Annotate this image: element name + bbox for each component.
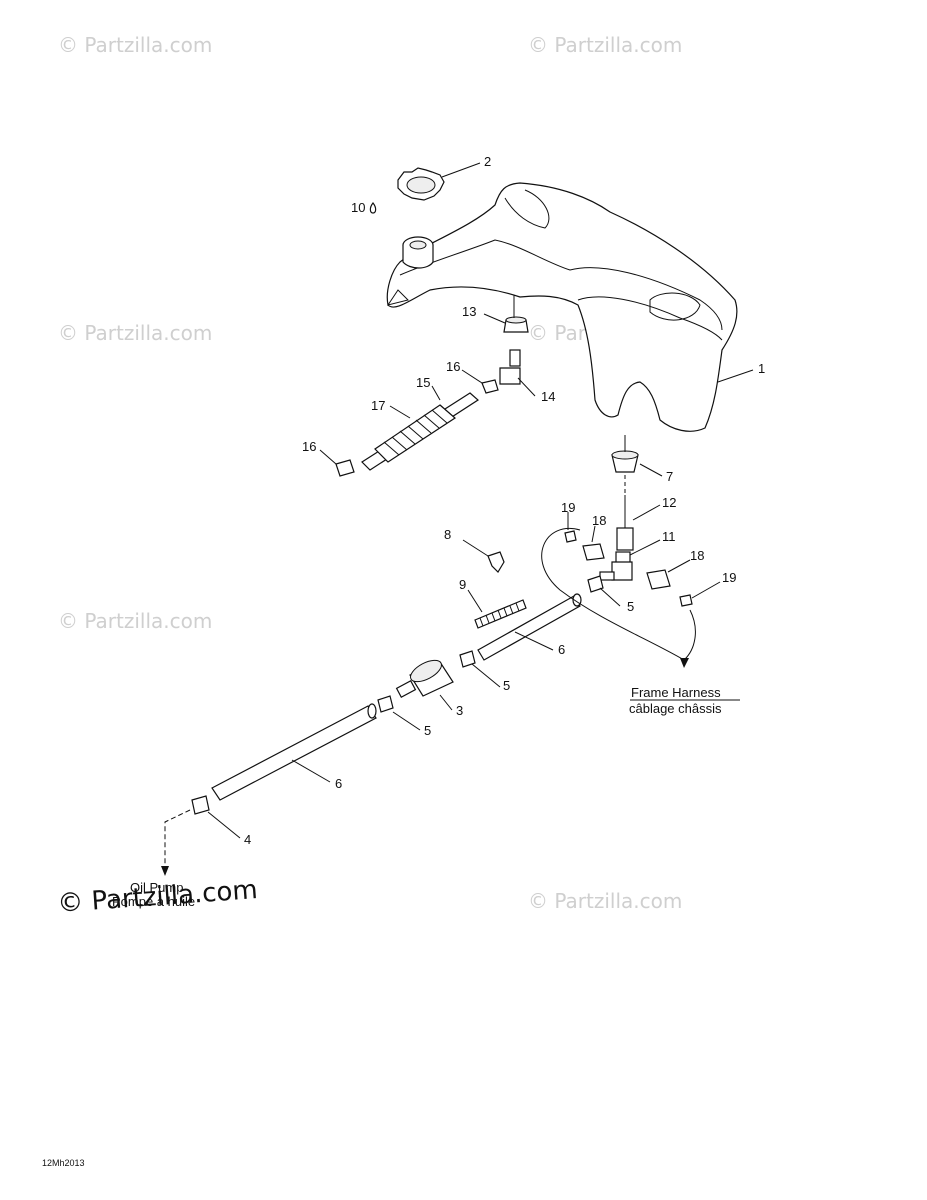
oil-pump-note: Oil Pump Pompe à huile <box>112 880 195 909</box>
watermark: © Partzilla.com <box>58 321 212 345</box>
callout-numbers: 1 2 3 4 5 5 5 6 6 7 8 9 10 11 12 13 14 1… <box>244 154 765 847</box>
inline-filter <box>395 659 454 698</box>
callout-10: 10 <box>351 200 365 215</box>
connector-housing <box>582 543 605 561</box>
hose-clamp <box>377 695 394 713</box>
fuel-hose <box>477 595 581 661</box>
hose-clamp <box>459 650 476 668</box>
filler-cap <box>397 167 445 201</box>
callout-19: 19 <box>722 570 736 585</box>
leader-lines <box>207 162 754 839</box>
watermark: © Partzilla.com <box>58 609 212 633</box>
callout-4: 4 <box>244 832 251 847</box>
diagram-code: 12Mh2013 <box>42 1158 85 1168</box>
sealant-drop-icon <box>369 202 377 214</box>
spring-guard <box>374 404 456 463</box>
watermark: © Partzilla.com <box>58 33 212 57</box>
frame-harness-note: Frame Harness câblage châssis <box>629 685 740 716</box>
elbow-fitting <box>499 349 521 385</box>
oil-pump-label-fr: Pompe à huile <box>112 894 195 909</box>
oil-hose <box>211 705 377 801</box>
callout-18: 18 <box>592 513 606 528</box>
hose-clamp <box>587 575 604 593</box>
terminal <box>564 530 577 543</box>
hose-clamp <box>191 795 210 815</box>
hose-clamp <box>335 459 355 477</box>
callout-5: 5 <box>424 723 431 738</box>
spring <box>474 599 527 629</box>
grommet-7 <box>611 450 639 473</box>
callout-7: 7 <box>666 469 673 484</box>
frame-harness-label-fr: câblage châssis <box>629 701 722 716</box>
oil-tank <box>386 182 738 432</box>
connector-housing <box>646 569 671 590</box>
partzilla-watermark: © Partzilla.com <box>56 875 258 919</box>
callout-11: 11 <box>662 529 676 544</box>
watermark: © Partzilla.com <box>528 889 682 913</box>
callout-1: 1 <box>758 361 765 376</box>
callout-2: 2 <box>484 154 491 169</box>
callout-9: 9 <box>459 577 466 592</box>
callout-19: 19 <box>561 500 575 515</box>
callout-15: 15 <box>416 375 430 390</box>
callout-8: 8 <box>444 527 451 542</box>
hose-clip <box>487 551 505 573</box>
callout-13: 13 <box>462 304 476 319</box>
tee-fitting <box>599 551 633 581</box>
callout-16: 16 <box>446 359 460 374</box>
callout-18: 18 <box>690 548 704 563</box>
callout-3: 3 <box>456 703 463 718</box>
hose-clamp <box>481 379 499 394</box>
callout-6: 6 <box>335 776 342 791</box>
frame-harness-label-en: Frame Harness <box>631 685 721 700</box>
terminal <box>679 594 693 607</box>
oil-pump-label-en: Oil Pump <box>130 880 183 895</box>
callout-14: 14 <box>541 389 555 404</box>
watermark: © Partzilla.com <box>528 33 682 57</box>
callout-16: 16 <box>302 439 316 454</box>
oil-level-sensor <box>616 495 634 551</box>
filler-neck <box>402 236 434 269</box>
callout-17: 17 <box>371 398 385 413</box>
callout-5: 5 <box>503 678 510 693</box>
callout-5: 5 <box>627 599 634 614</box>
callout-6: 6 <box>558 642 565 657</box>
grommet-13 <box>503 316 529 333</box>
callout-12: 12 <box>662 495 676 510</box>
